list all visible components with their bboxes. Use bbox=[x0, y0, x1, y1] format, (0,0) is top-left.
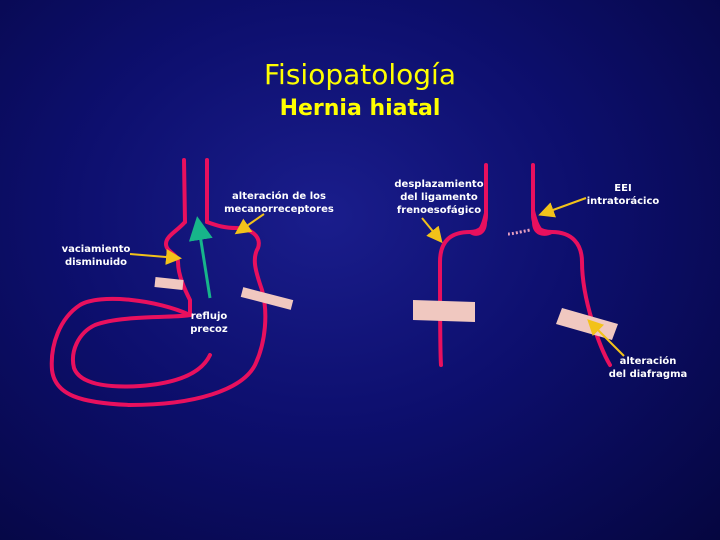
label-vaciamiento: vaciamiento disminuido bbox=[61, 244, 131, 268]
arrow-ligamento bbox=[421, 217, 443, 244]
diaphragm-right-right-crus bbox=[556, 308, 618, 340]
les-sphincter bbox=[470, 196, 552, 236]
label-reflujo: reflujo precoz bbox=[190, 311, 228, 335]
arrow-diafragma bbox=[587, 319, 625, 357]
diaphragm-right-crus bbox=[240, 287, 294, 310]
arrow-reflujo bbox=[188, 216, 213, 299]
arrow-vaciamiento bbox=[129, 249, 182, 265]
diaphragm-left bbox=[154, 277, 294, 310]
diaphragm-left-crus bbox=[154, 277, 184, 290]
label-diafragma: alteración del diafragma bbox=[608, 356, 688, 380]
slide-subtitle: Hernia hiatal bbox=[279, 96, 441, 121]
arrow-mecanorreceptores bbox=[234, 213, 265, 235]
frenoesophageal-ligament bbox=[507, 228, 531, 236]
stomach-inner-wall bbox=[71, 313, 212, 389]
les-left bbox=[470, 196, 487, 236]
label-ligamento: desplazamiento del ligamento frenoesofág… bbox=[394, 179, 484, 216]
diaphragm-right-left-crus bbox=[413, 300, 475, 322]
arrow-eei bbox=[538, 197, 587, 218]
label-eei: EEI intratorácico bbox=[586, 183, 660, 207]
esophagus-left-wall bbox=[182, 158, 187, 224]
les-right bbox=[532, 196, 552, 236]
label-mecanorreceptores: alteración de los mecanorreceptores bbox=[224, 191, 334, 215]
slide-title: Fisiopatología bbox=[263, 58, 456, 91]
